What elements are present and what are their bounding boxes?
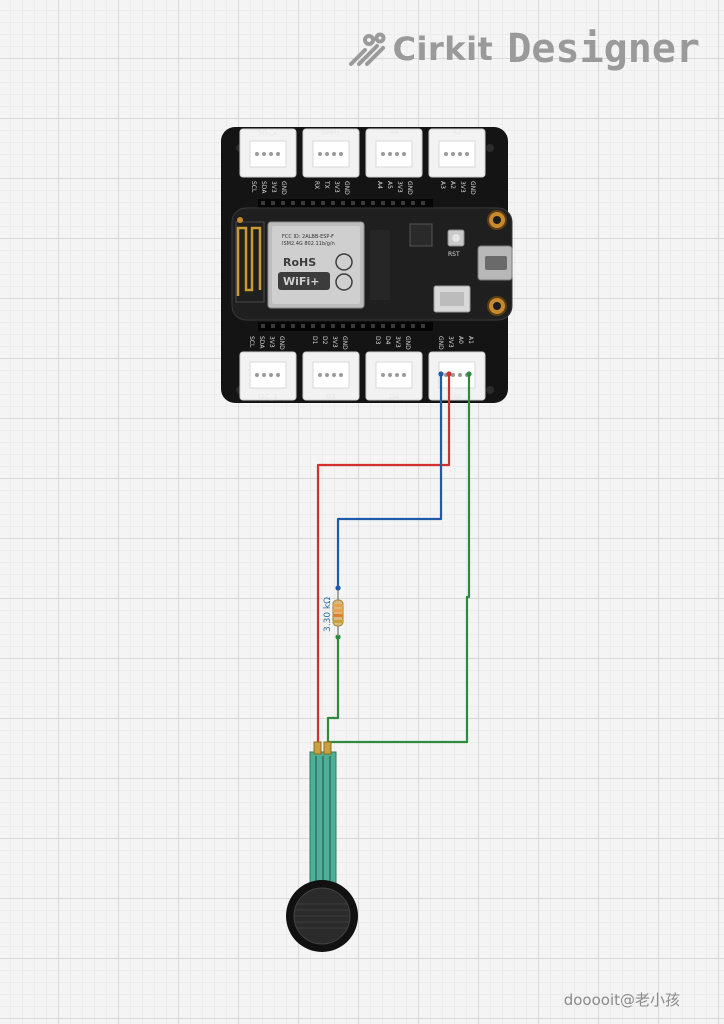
resistor-band: [333, 609, 343, 612]
wire-endpoint[interactable]: [466, 371, 472, 377]
usb-uart-chip: [409, 223, 433, 247]
pin-label: GND: [343, 181, 350, 195]
pin-label: D1: [311, 336, 318, 345]
feather-pad: [237, 217, 243, 223]
pin-label: SDA: [260, 181, 267, 194]
esp-module: FCC ID: 2ALBB-ESP-F ISM2.4G 802.11b/g/n …: [267, 221, 365, 309]
wire-endpoint[interactable]: [438, 371, 444, 377]
wire-gnd[interactable]: [336, 375, 443, 590]
pin-label: GND: [469, 181, 476, 195]
port-label-uart: UART: [322, 128, 341, 136]
pin-label: A2: [449, 181, 456, 189]
cirkit-logo-icon: [348, 32, 386, 66]
wire-signal-a0[interactable]: [328, 375, 471, 744]
battery-connector[interactable]: [433, 285, 471, 313]
header-top: [258, 199, 433, 208]
pin-label: GND: [278, 336, 285, 350]
cirkit-designer-logo: Cirkit Designer: [347, 26, 700, 72]
fsr-pin-1[interactable]: [313, 741, 322, 755]
mount-hole-gold-center: [493, 302, 501, 310]
resistor-band: [333, 604, 343, 607]
pin-label: SCL: [248, 336, 255, 348]
pin-label: A5: [386, 181, 393, 189]
pin-label: A1: [467, 336, 474, 344]
pin-label: GND: [404, 336, 411, 350]
pin-label: D3: [374, 336, 381, 345]
pin-label: A0: [457, 336, 464, 344]
pin-label: 3V3: [447, 336, 454, 348]
top-pin-labels: SCL SDA 3V3 GND RX TX 3V3 GND A4 A5 3V3 …: [250, 180, 476, 195]
resistor-value-label: 3.30 kΩ: [323, 597, 333, 632]
pin-label: 3V3: [396, 181, 403, 193]
mount-hole: [486, 144, 494, 152]
wires: [316, 375, 471, 746]
pin-label: GND: [280, 181, 287, 195]
reset-button[interactable]: [447, 229, 465, 247]
wire-vcc[interactable]: [316, 375, 451, 746]
pin-label: 3V3: [459, 181, 466, 193]
pin-label: GND: [406, 181, 413, 195]
port-label-i2c2: I2C_2: [258, 128, 277, 136]
pin-label: 3V3: [268, 336, 275, 348]
force-sensitive-resistor[interactable]: [286, 741, 358, 952]
pin-label: 3V3: [331, 336, 338, 348]
bottom-pin-labels: SCL SDA 3V3 GND D1 D2 3V3 GND D3 D4 3V3 …: [248, 336, 474, 350]
fsr-pin-2[interactable]: [323, 741, 332, 755]
pin-label: SCL: [250, 181, 257, 193]
pin-label: GND: [341, 336, 348, 350]
brand-designer-text: Designer: [507, 26, 700, 72]
port-label-a0: A0: [452, 393, 461, 401]
header-bottom: [258, 322, 433, 331]
pin-label: 3V3: [333, 181, 340, 193]
pin-label: TX: [323, 180, 330, 189]
top-grove-connectors: [239, 128, 486, 178]
rst-label: RST: [448, 251, 460, 258]
wire-endpoint[interactable]: [335, 585, 341, 591]
passive-components: [370, 230, 390, 300]
pin-label: 3V3: [394, 336, 401, 348]
resistor-band: [333, 614, 343, 617]
port-label-i2c1: I2C_1: [258, 393, 277, 401]
port-label-a2: A2: [452, 128, 461, 136]
pin-label: A4: [376, 181, 383, 189]
pin-label: D2: [321, 336, 328, 345]
module-ism-text: ISM2.4G 802.11b/g/n: [282, 241, 335, 247]
micro-usb-port[interactable]: [477, 245, 513, 281]
author-credit: dooooit@老小孩: [563, 991, 680, 1009]
fsr-pad-lines: [294, 903, 350, 929]
pin-label: 3V3: [270, 181, 277, 193]
port-label-d2: D2: [326, 393, 336, 401]
module-rohs-text: RoHS: [283, 256, 316, 269]
pin-label: A3: [439, 181, 446, 189]
port-label-a4: A4: [389, 128, 399, 136]
esp8266-grove-board[interactable]: I2C_2 UART A4 A2 SCL SDA 3V3 GND RX TX 3…: [221, 127, 513, 403]
pin-label: GND: [437, 336, 444, 350]
resistor[interactable]: [332, 590, 344, 636]
pin-label: SDA: [258, 336, 265, 349]
module-brand-text: WiFi+: [283, 275, 319, 288]
module-fcc-text: FCC ID: 2ALBB-ESP-F: [282, 234, 334, 240]
pin-label: RX: [313, 181, 320, 189]
brand-cirkit-text: Cirkit: [392, 30, 494, 68]
resistor-band: [333, 620, 343, 623]
bottom-grove-connectors: [239, 351, 486, 401]
wire-resistor-to-sensor[interactable]: [326, 636, 340, 746]
port-label-d4: D4: [389, 393, 399, 401]
wire-endpoint[interactable]: [335, 634, 341, 640]
wifi-antenna: [235, 221, 265, 303]
pin-label: D4: [384, 336, 391, 345]
mount-hole-gold-center: [493, 216, 501, 224]
wire-endpoint[interactable]: [446, 371, 452, 377]
mount-hole: [486, 386, 494, 394]
